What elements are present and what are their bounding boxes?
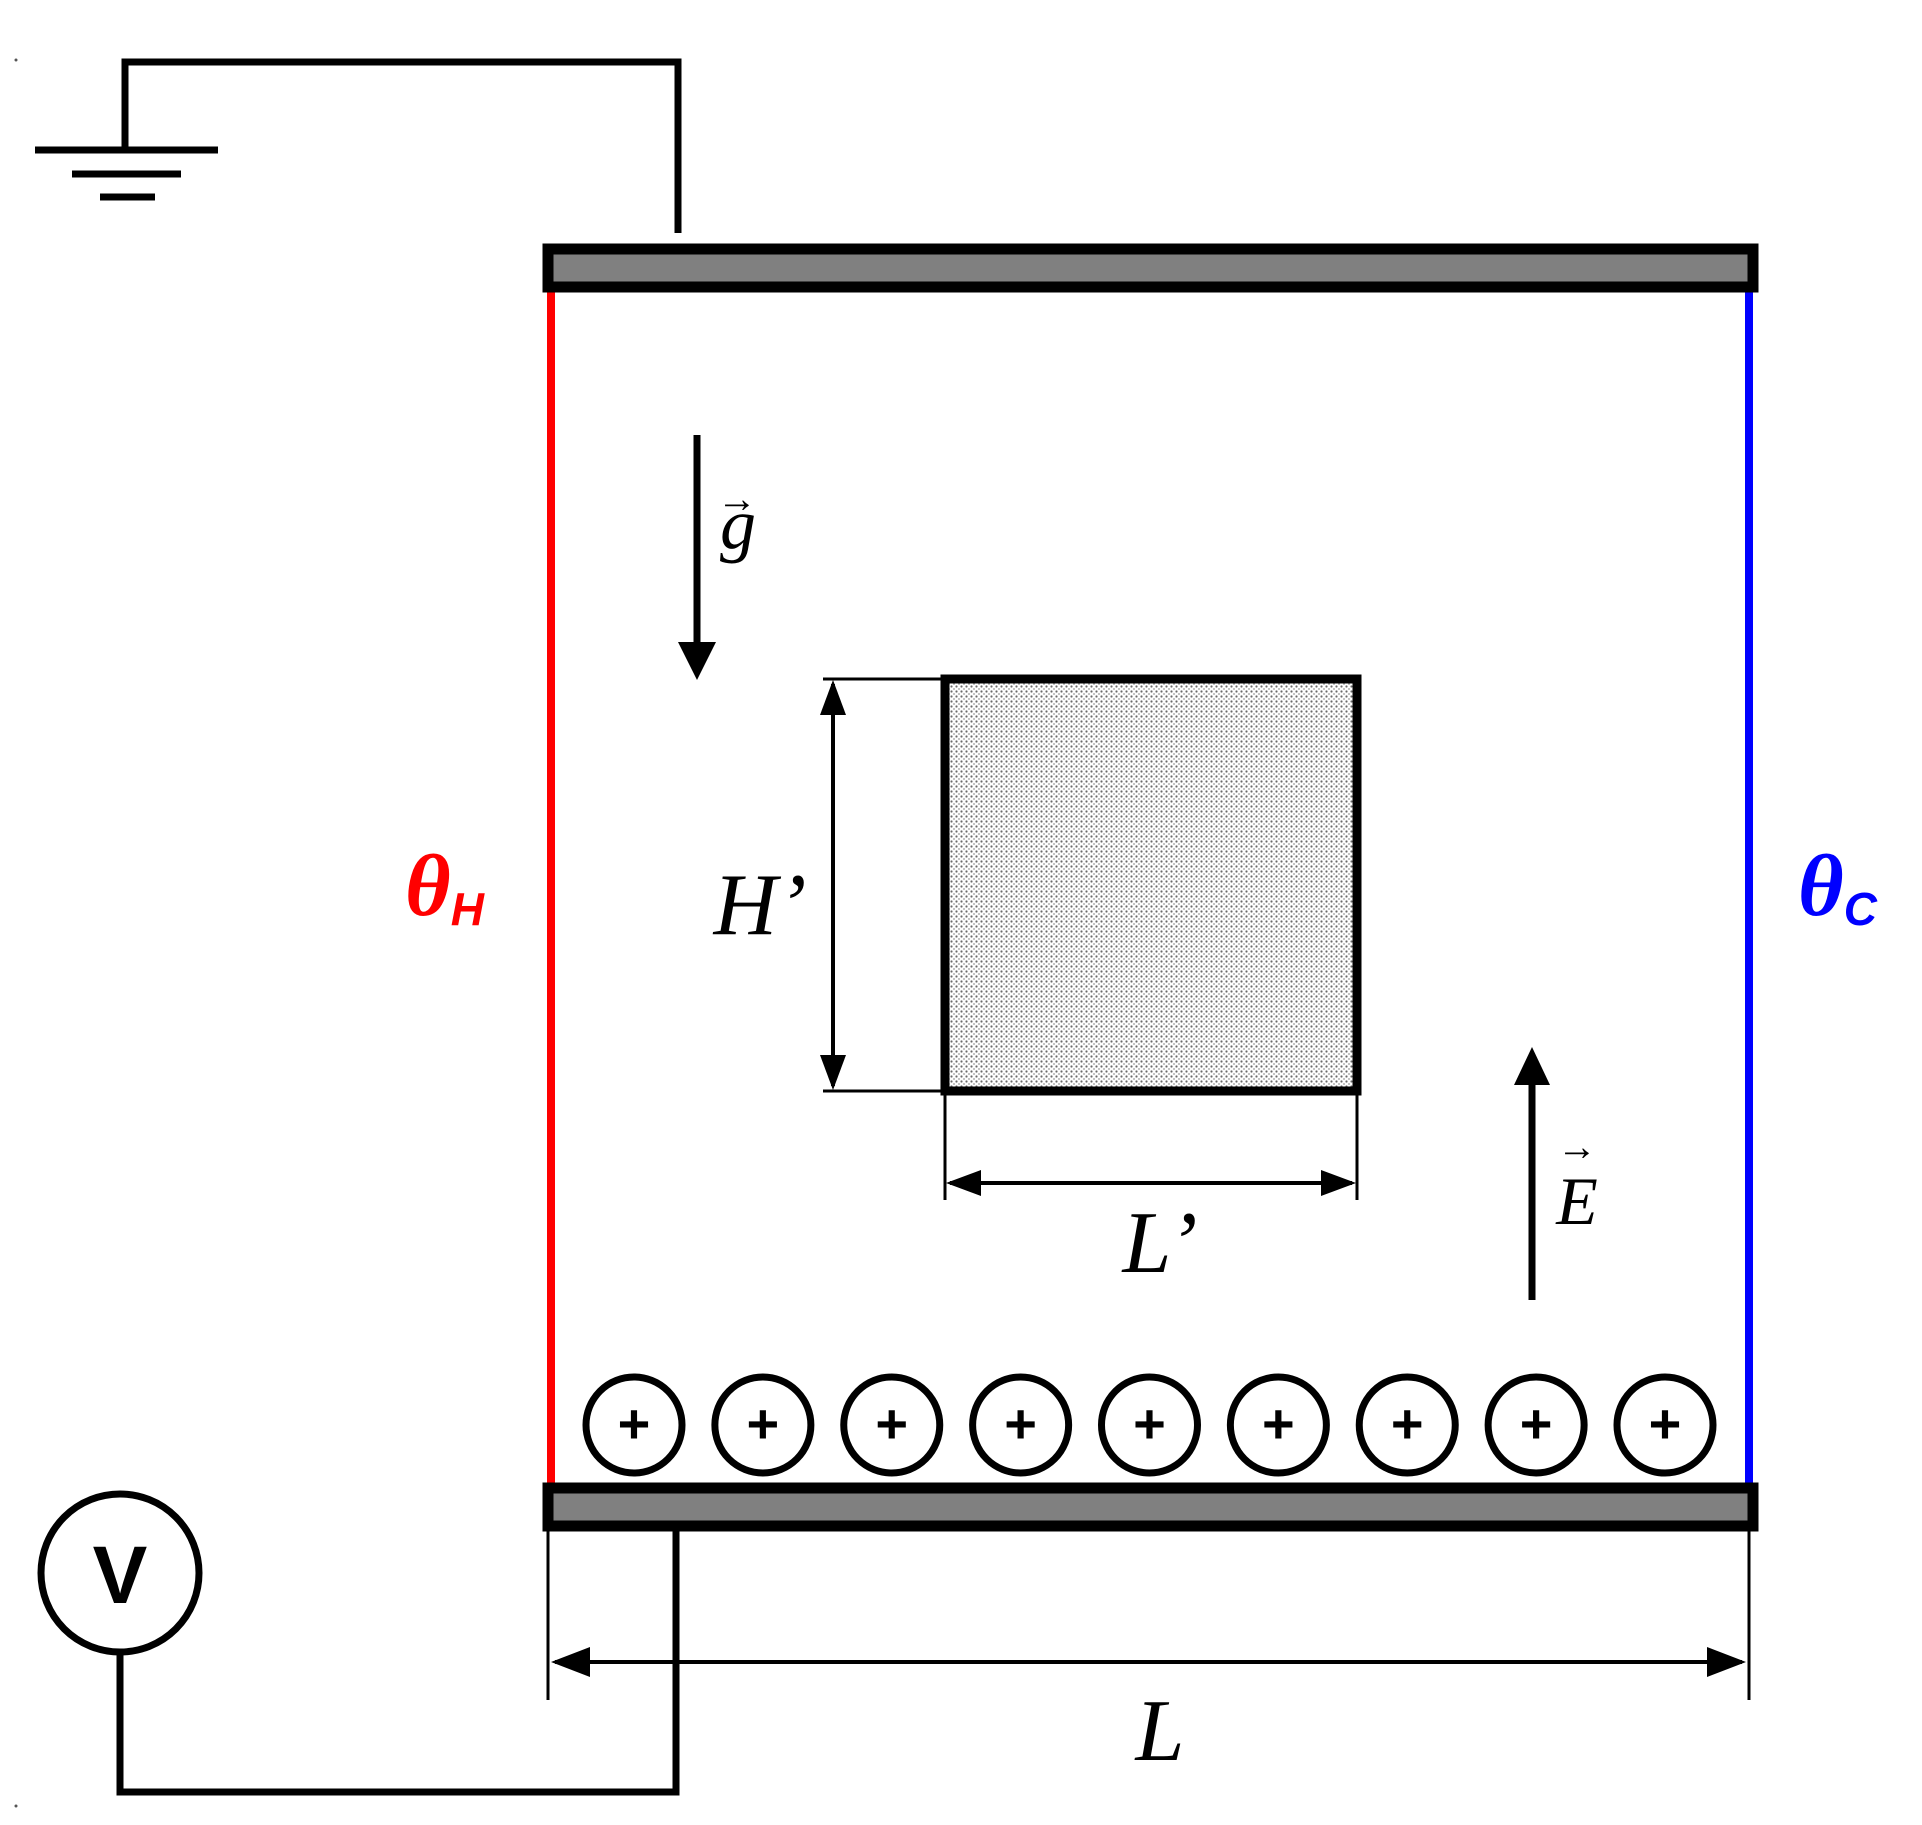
gravity-label: g: [720, 484, 756, 564]
obstacle-length-dimension: [943, 1095, 1359, 1200]
charge-circle: [840, 1373, 944, 1477]
electric-field-vector-arrow: →: [1557, 1124, 1597, 1169]
charge-row: + + + + + + + + +: [582, 1373, 1717, 1477]
positive-charge: +: [1226, 1373, 1330, 1477]
charge-sign: +: [1520, 1392, 1553, 1455]
electric-field-label: E: [1555, 1163, 1598, 1239]
voltmeter-label: V: [93, 1530, 148, 1621]
cavity-length-label: L: [1134, 1683, 1185, 1780]
charge-circle: [969, 1373, 1073, 1477]
obstacle-height-label: H’: [713, 857, 807, 954]
cold-wall-label: θC: [1798, 838, 1878, 935]
positive-charge: +: [1484, 1373, 1588, 1477]
ground-symbol: [35, 58, 682, 233]
positive-charge: +: [969, 1373, 1073, 1477]
obstacle-length-label: L’: [1121, 1195, 1198, 1292]
charge-circle: [711, 1373, 815, 1477]
positive-charge: +: [582, 1373, 686, 1477]
charge-circle: [1355, 1373, 1459, 1477]
charge-sign: +: [747, 1392, 780, 1455]
top-electrode: [542, 243, 1759, 293]
stray-dot: [14, 1804, 18, 1808]
charge-circle: [1098, 1373, 1201, 1477]
positive-charge: +: [1355, 1373, 1459, 1477]
obstacle-block: [940, 674, 1362, 1096]
hot-wall-label: θH: [405, 838, 485, 935]
charge-sign: +: [1133, 1392, 1166, 1455]
obstacle-height-dimension: [820, 677, 945, 1093]
charge-sign: +: [618, 1392, 651, 1455]
bottom-electrode: [542, 1482, 1759, 1532]
charge-sign: +: [1004, 1392, 1037, 1455]
cavity-length-dimension: [546, 1530, 1751, 1700]
charge-sign: +: [1262, 1392, 1295, 1455]
electric-field-arrow: [1514, 1047, 1550, 1300]
positive-charge: +: [1613, 1373, 1717, 1477]
charge-sign: +: [1391, 1392, 1424, 1455]
charge-sign: +: [875, 1392, 908, 1455]
positive-charge: +: [840, 1373, 944, 1477]
charge-circle: [1226, 1373, 1330, 1477]
charge-circle: [1613, 1373, 1717, 1477]
charge-circle: [1484, 1373, 1588, 1477]
voltage-source: [37, 1490, 680, 1796]
stray-dot: [14, 58, 18, 62]
positive-charge: +: [711, 1373, 815, 1477]
gravity-arrow: [678, 435, 716, 680]
charge-sign: +: [1649, 1392, 1682, 1455]
gravity-vector-arrow: →: [717, 476, 757, 521]
charge-circle: [582, 1373, 686, 1477]
positive-charge: +: [1098, 1373, 1201, 1477]
